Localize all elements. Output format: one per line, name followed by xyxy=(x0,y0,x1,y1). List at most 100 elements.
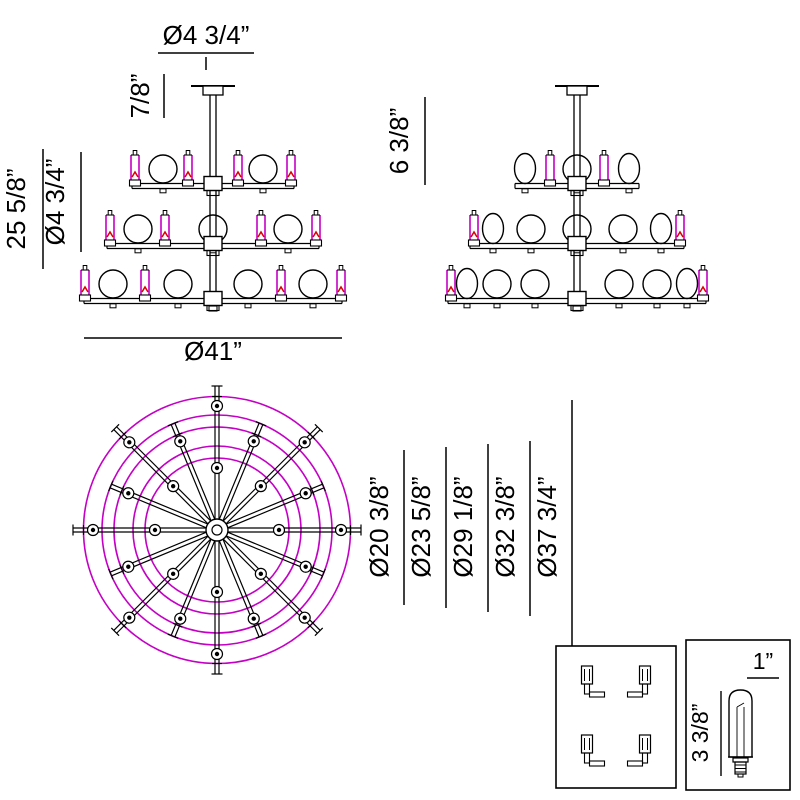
canopy xyxy=(566,85,588,96)
tube-base-mark xyxy=(307,431,316,440)
tier-ring xyxy=(113,426,321,634)
tier-hub xyxy=(203,235,223,252)
lamp-holder-dot xyxy=(127,615,132,620)
candle-tip xyxy=(448,265,454,271)
candle-tip xyxy=(278,265,284,271)
lamp-marker xyxy=(699,285,707,293)
tube-base-mark xyxy=(172,622,183,628)
lamp-holder-dot xyxy=(127,440,132,445)
lamp-holder-dot xyxy=(302,440,307,445)
lamp-holder-dot xyxy=(214,651,220,657)
tube-base-mark xyxy=(118,620,127,629)
lamp-marker xyxy=(184,170,192,178)
side-view-rotated xyxy=(444,85,710,312)
tube-base-mark xyxy=(119,485,125,496)
bulb-filament xyxy=(736,702,745,708)
candle-socket xyxy=(254,239,268,247)
globe-mount xyxy=(531,303,539,309)
globe-mount xyxy=(521,188,529,194)
globe xyxy=(608,214,638,244)
socket-stem xyxy=(583,683,591,695)
globe xyxy=(248,154,278,184)
candle-socket xyxy=(78,294,92,302)
globe-mount xyxy=(489,248,497,254)
lamp-holder-dot xyxy=(214,403,220,409)
lamp-marker xyxy=(234,170,242,178)
globe xyxy=(520,269,550,299)
globe-mount xyxy=(625,188,633,194)
top-view xyxy=(72,385,362,675)
globe-mount xyxy=(463,303,471,309)
dimension-annotations: Ø4 3/4” 7/8” Ø4 3/4” 25 5/8” Ø41” 6 3/8”… xyxy=(1,20,573,646)
candle-socket xyxy=(181,179,195,187)
tier-ring xyxy=(132,445,302,615)
globe-mount xyxy=(619,248,627,254)
socket-arm xyxy=(588,760,606,767)
lamp-marker xyxy=(447,285,455,293)
lamp-holder-dot xyxy=(178,616,183,621)
globe-mount xyxy=(284,248,292,254)
bulb-detail-box: 1” 3 3/8” xyxy=(685,639,791,791)
globe xyxy=(163,269,193,299)
globe xyxy=(123,214,153,244)
candle-socket xyxy=(158,239,172,247)
side-view-front xyxy=(78,85,348,312)
candle-socket xyxy=(597,179,611,187)
radial-arm-cap xyxy=(167,633,179,639)
candle-tip xyxy=(185,150,191,156)
lamp-marker xyxy=(131,170,139,178)
socket-stem xyxy=(641,683,649,695)
radial-arm-cap xyxy=(314,423,324,433)
globe xyxy=(642,269,672,299)
candle-tip xyxy=(338,265,344,271)
candle-tip xyxy=(547,150,553,156)
lamp-marker xyxy=(337,285,345,293)
hub-under xyxy=(570,304,584,312)
candle-tip xyxy=(142,265,148,271)
globe-side xyxy=(455,267,479,300)
hub-under xyxy=(570,189,584,197)
tier-hub xyxy=(567,290,587,307)
lamp-holder-dot xyxy=(276,527,282,533)
socket-stem xyxy=(583,752,591,764)
lamp-holder-dot xyxy=(251,439,256,444)
lamp-holder-dot xyxy=(90,527,96,533)
candle-socket xyxy=(543,179,557,187)
lamp-marker xyxy=(470,230,478,238)
candle-socket xyxy=(231,179,245,187)
radial-arm-cap xyxy=(108,568,114,580)
globe-mount xyxy=(493,303,501,309)
globe xyxy=(233,269,263,299)
tube-base-mark xyxy=(251,622,262,628)
dim-canopy-height: 7/8” xyxy=(125,74,155,119)
lamp-holder-dot xyxy=(152,527,158,533)
socket-cup xyxy=(638,665,652,685)
lamp-holder-dot xyxy=(214,589,220,595)
candle-tip xyxy=(162,210,168,216)
candle-socket xyxy=(467,239,481,247)
lamp-holder-dot xyxy=(170,483,176,489)
lamp-marker xyxy=(312,230,320,238)
dim-top-tier-drop: 6 3/8” xyxy=(384,108,414,175)
globe-mount xyxy=(159,188,167,194)
tube-base-mark xyxy=(251,432,262,438)
socket-detail-frame xyxy=(555,645,677,789)
globe xyxy=(273,214,303,244)
radial-arm-cap xyxy=(255,421,267,427)
hub-under xyxy=(206,189,220,197)
dim-ring-5: Ø37 3/4” xyxy=(532,476,562,577)
socket-arm xyxy=(588,691,606,698)
tier-ring xyxy=(144,457,290,603)
globe xyxy=(482,269,512,299)
candle-socket xyxy=(444,294,458,302)
dim-bulb-diameter: 1” xyxy=(753,648,773,674)
radial-arm-cap xyxy=(167,421,179,427)
globe-mount xyxy=(309,303,317,309)
candle-tip xyxy=(132,150,138,156)
dim-overall-height: 25 5/8” xyxy=(1,169,31,250)
tube-base-mark xyxy=(307,620,316,629)
lamp-marker xyxy=(277,285,285,293)
lamp-holder-dot xyxy=(251,616,256,621)
lamp-holder-dot xyxy=(302,615,307,620)
